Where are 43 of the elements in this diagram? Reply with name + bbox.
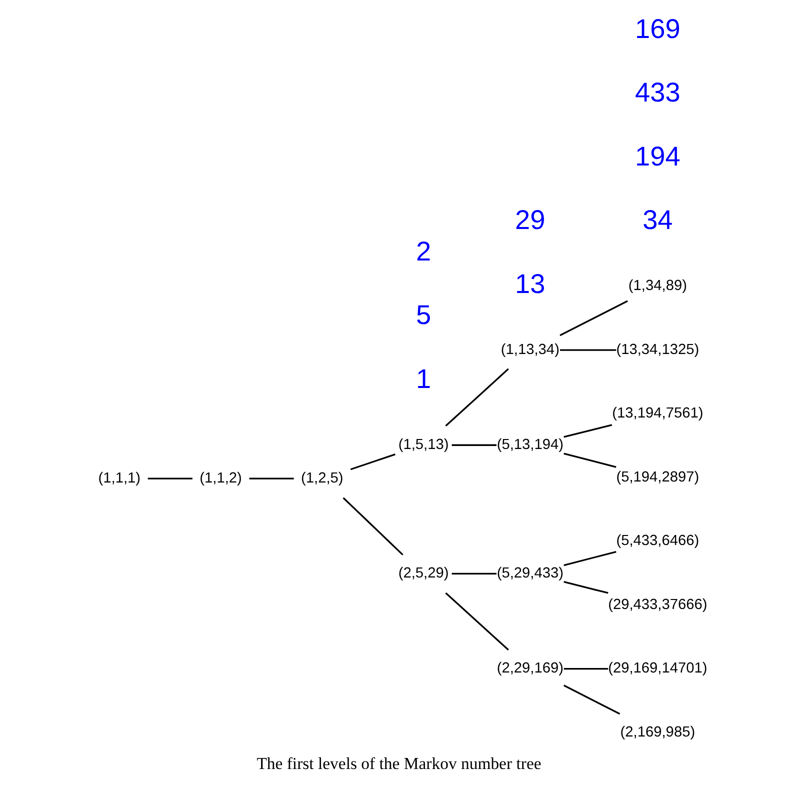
connector [560,349,616,351]
node-text: (13,34,1325) [616,342,700,358]
caption: The first levels of the Markov number tree [256,754,542,773]
connector [564,581,608,594]
label: 169 [635,12,680,44]
node-text: (1,2,5) [301,470,344,486]
label: 13 [515,268,546,299]
node-text: (1,34,89) [628,278,687,294]
connector [452,572,496,575]
node-text: (13,194,7561) [612,406,704,422]
node-text: (5,13,194) [496,437,564,454]
node-text: (1,1,2) [200,470,242,486]
label: 433 [635,76,680,108]
connector [350,454,396,470]
connector [452,444,496,446]
connector [563,684,620,715]
label: 34 [642,204,673,236]
connector [249,478,294,480]
connector [564,550,616,566]
node-text: (5,29,433) [496,566,564,582]
label: 1 [416,362,432,394]
connector [564,452,616,468]
label: 29 [515,204,546,236]
node-text: (2,5,29) [398,566,449,582]
node-text: (5,433,6466) [616,533,700,550]
connector [560,300,628,336]
label: 5 [416,299,432,330]
node-text: (1,13,34) [500,342,560,358]
label: 194 [635,140,680,172]
node-text: (29,169,14701) [608,660,708,677]
connector [148,478,192,480]
connector [445,592,509,651]
connector [564,668,608,670]
node-text: (1,5,13) [398,437,449,454]
connector [445,368,509,427]
connector [564,424,612,438]
node-text: (1,1,1) [98,470,141,486]
label: 2 [416,235,432,266]
node-text: (5,194,2897) [616,469,700,486]
node-text: (2,29,169) [496,660,564,677]
node-text: (29,433,37666) [608,596,708,613]
connector [342,497,404,556]
node-text: (2,169,985) [620,724,696,740]
